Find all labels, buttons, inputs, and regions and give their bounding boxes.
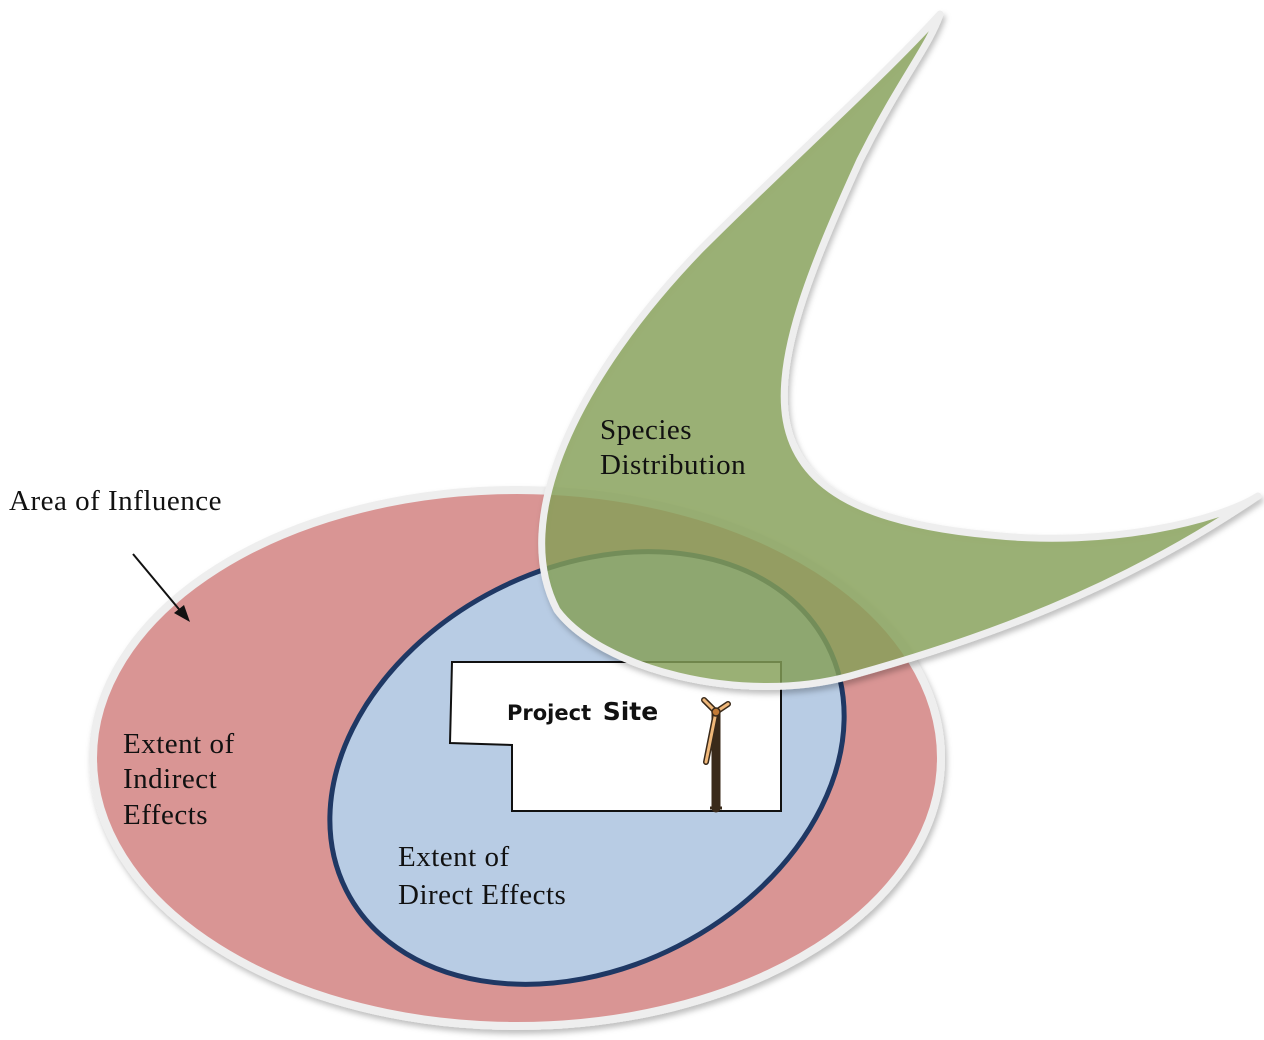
wind-turbine-icon [701,697,731,813]
area-of-influence-arrow [132,553,190,622]
species-distribution-label-line1: Species [600,414,692,446]
site-word: Site [603,697,658,726]
indirect-effects-label-line2: Indirect [123,763,217,795]
species-distribution-area [538,10,1262,690]
indirect-effects-label-line3: Effects [123,799,208,831]
direct-effects-label-line1: Extent of [398,841,510,873]
area-of-influence-label: Area of Influence [9,485,222,517]
project-word: Project [507,701,591,725]
direct-effects-label-line2: Direct Effects [398,879,566,911]
project-site-label: Project Site [507,697,658,726]
species-distribution-label-line2: Distribution [600,449,746,481]
indirect-effects-label-line1: Extent of [123,728,235,760]
